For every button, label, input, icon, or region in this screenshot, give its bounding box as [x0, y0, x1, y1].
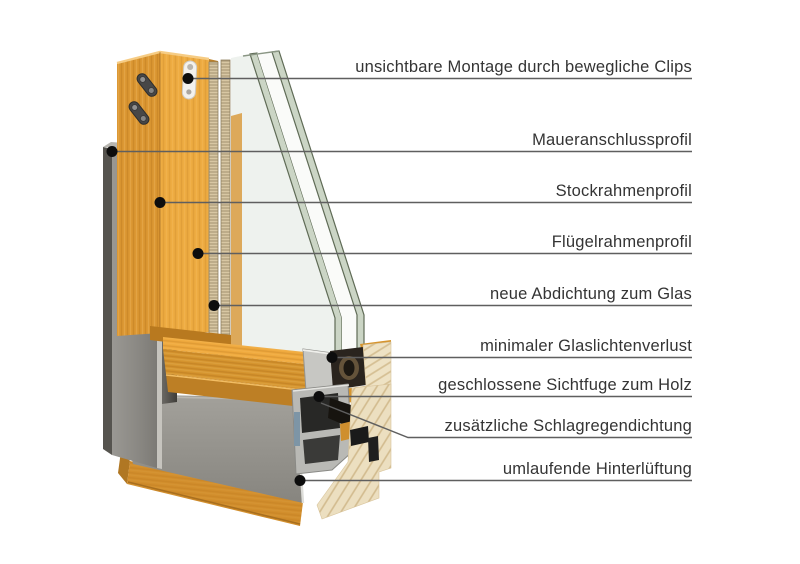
leader-dot-maueranschluss — [106, 146, 118, 157]
post-top-edge — [116, 50, 210, 65]
frame-bottom-section — [118, 394, 305, 526]
leader-dot-fluegelrahmen — [192, 248, 204, 259]
glass-top-edge — [242, 50, 280, 57]
metal-clip-icon — [128, 101, 150, 125]
leader-lines — [112, 77, 692, 482]
callout-label-glaslicht: minimaler Glaslichtenverlust — [480, 337, 692, 355]
leader-dots — [106, 73, 338, 486]
glass-air-gap — [257, 52, 357, 359]
glazing-package — [150, 50, 365, 363]
wood-sash-horizontal — [163, 337, 311, 408]
leader-dot-stockrahmen — [154, 197, 166, 208]
callout-label-sichtfuge: geschlossene Sichtfuge zum Holz — [438, 376, 692, 394]
callout-label-fluegelrahmen: Flügelrahmenprofil — [551, 233, 692, 251]
thermal-break-strip — [294, 412, 300, 446]
leader-dot-sichtfuge — [313, 391, 325, 402]
wood-strip-behind-glass — [231, 113, 242, 361]
callout-label-schlagregen: zusätzliche Schlagregendichtung — [444, 417, 692, 435]
wood-stock-post — [116, 50, 210, 336]
callout-label-hinterlueftung: umlaufende Hinterlüftung — [502, 460, 692, 478]
metal-clip-icon — [136, 73, 158, 97]
glass-spacer-bar — [208, 61, 219, 363]
callout-label-maueranschluss: Maueranschlussprofil — [532, 131, 692, 149]
callout-label-abdichtung: neue Abdichtung zum Glas — [489, 285, 692, 303]
callout-label-clips: unsichtbare Montage durch bewegliche Cli… — [355, 58, 692, 76]
sill-wood — [118, 451, 303, 526]
aluminum-bottom-face — [118, 394, 303, 503]
fixing-clip-section — [368, 436, 379, 462]
callout-label-stockrahmen: Stockrahmenprofil — [555, 182, 692, 200]
glass-inner-pane-face — [231, 54, 335, 361]
small-gasket — [350, 426, 369, 446]
leader-dot-abdichtung — [208, 300, 220, 311]
leader-line-schlagregen — [320, 402, 692, 439]
leader-dot-clips — [182, 73, 194, 84]
aluminum-left-edge — [103, 147, 112, 455]
leader-dot-hinterlueftung — [294, 475, 306, 486]
frame-endgrain-wood — [316, 383, 392, 520]
leader-dot-glaslicht — [326, 352, 338, 363]
sash-lower-strip — [166, 374, 311, 408]
cross-section-details — [291, 340, 392, 520]
glass-spacer-bar — [220, 59, 231, 363]
